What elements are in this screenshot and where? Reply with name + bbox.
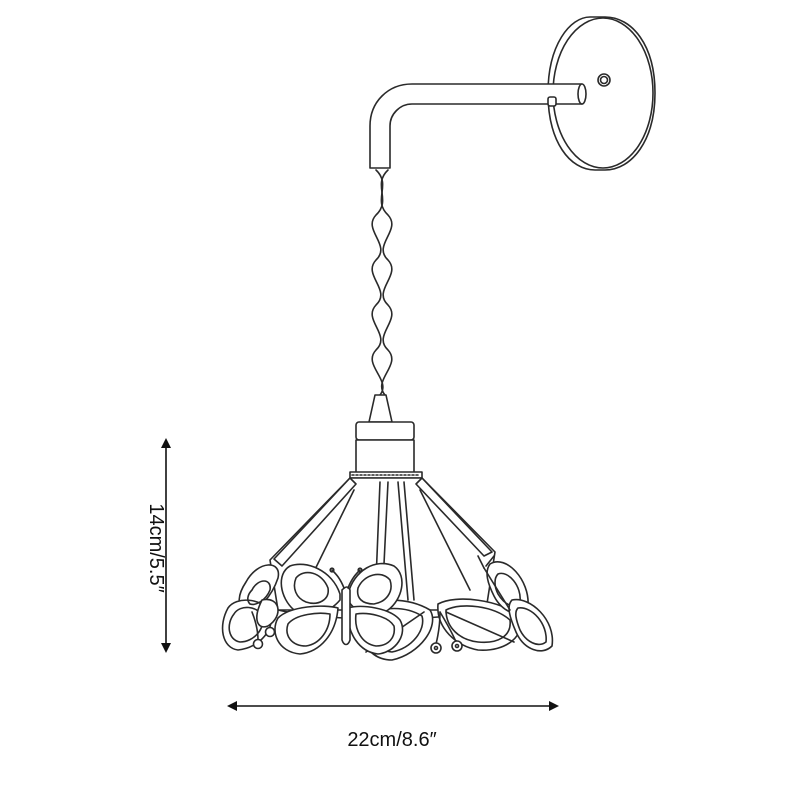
width-label: 22cm/8.6″: [347, 729, 436, 751]
butterfly-center: [274, 562, 404, 655]
shade-berries: [251, 611, 463, 654]
lamp-socket: [349, 394, 423, 479]
width-dimension: 22cm/8.6″: [227, 701, 559, 751]
height-dimension: 14cm/5.5″: [145, 438, 171, 653]
wall-mount-plate: [547, 16, 656, 171]
twisted-cord: [371, 169, 393, 396]
butterfly-right: [477, 555, 554, 652]
butterfly-left: [221, 564, 280, 651]
lamp-arm: [369, 83, 587, 169]
height-label: 14cm/5.5″: [145, 503, 167, 592]
